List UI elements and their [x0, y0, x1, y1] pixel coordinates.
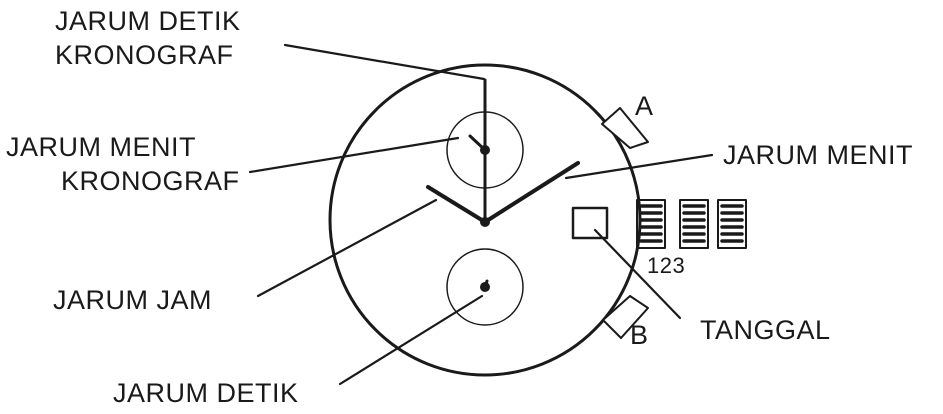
seconds-subdial	[446, 248, 524, 326]
leader-chrono-minute	[248, 136, 460, 174]
label-chrono-minute-hand: JARUM MENIT KRONOGRAF	[6, 130, 240, 198]
crown-position-indicators	[636, 199, 747, 249]
label-hour-hand: JARUM JAM	[53, 285, 212, 315]
label-crown-positions: 123	[647, 253, 686, 278]
label-chrono-second-line2: KRONOGRAF	[55, 40, 234, 70]
label-chrono-minute-line1: JARUM MENIT	[6, 132, 196, 162]
chrono-pivot	[480, 145, 490, 155]
leader-second	[338, 294, 484, 386]
label-chrono-minute-line2: KRONOGRAF	[61, 166, 240, 196]
label-chrono-second-line1: JARUM DETIK	[55, 6, 241, 36]
leader-minute	[564, 153, 714, 180]
center-pivot	[480, 217, 490, 227]
label-button-a: A	[635, 91, 654, 121]
leader-chrono-second	[283, 43, 486, 81]
label-second-hand: JARUM DETIK	[113, 378, 299, 408]
minute-hand	[483, 161, 580, 224]
hour-hand	[426, 185, 487, 224]
label-button-b: B	[630, 320, 649, 350]
leader-hour	[256, 198, 438, 298]
label-minute-hand: JARUM MENIT	[723, 140, 913, 170]
button-a	[601, 107, 649, 149]
seconds-pivot	[480, 282, 490, 292]
date-window	[571, 206, 609, 240]
label-date: TANGGAL	[700, 315, 831, 345]
label-chrono-second-hand: JARUM DETIK KRONOGRAF	[55, 4, 241, 72]
leader-date	[593, 228, 682, 320]
button-b	[602, 295, 649, 339]
